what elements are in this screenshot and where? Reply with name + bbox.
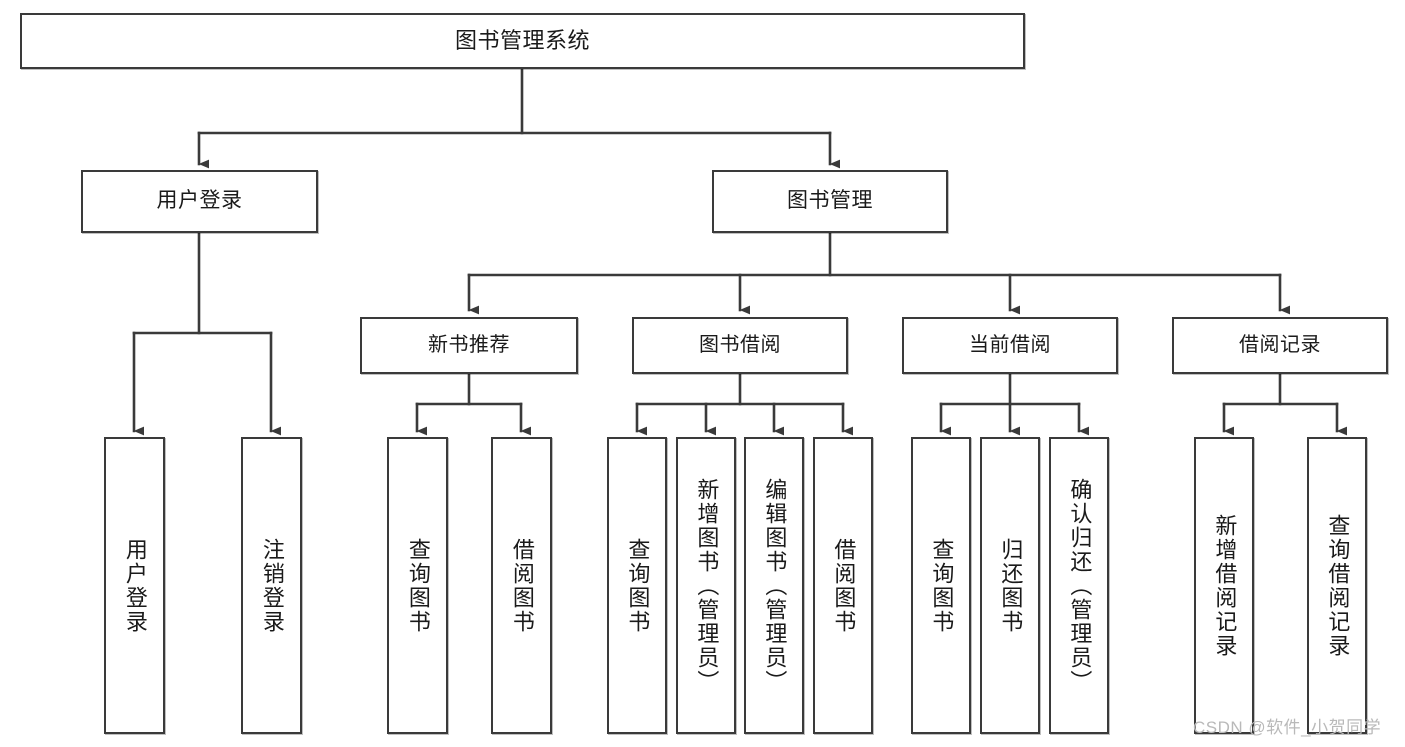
node-user-login-label: 用户登录 [156,189,243,213]
node-leaf-borrow-book-1[interactable]: 借阅图书 [491,437,552,734]
node-book-borrow[interactable]: 图书借阅 [632,317,848,374]
node-leaf-add-book-label: 新增图书（管理员） [694,477,720,694]
node-book-manage-label: 图书管理 [787,189,873,213]
node-borrow-record[interactable]: 借阅记录 [1172,317,1388,374]
node-leaf-query-book-3-label: 查询图书 [929,537,955,634]
node-book-manage[interactable]: 图书管理 [712,170,948,233]
node-root-label: 图书管理系统 [454,28,590,54]
csdn-watermark: CSDN @软件_小贺同学 [1193,718,1382,737]
node-leaf-edit-book-label: 编辑图书（管理员） [762,477,788,694]
node-leaf-add-book[interactable]: 新增图书（管理员） [676,437,736,734]
node-leaf-return-book[interactable]: 归还图书 [980,437,1040,734]
node-leaf-user-login[interactable]: 用户登录 [104,437,165,734]
node-leaf-query-book-1[interactable]: 查询图书 [387,437,448,734]
node-leaf-query-record-label: 查询借阅记录 [1325,513,1351,658]
node-leaf-user-logout[interactable]: 注销登录 [241,437,302,734]
node-leaf-user-logout-label: 注销登录 [259,537,285,634]
node-leaf-query-book-2-label: 查询图书 [625,537,651,634]
node-leaf-query-book-1-label: 查询图书 [405,537,431,634]
node-user-login[interactable]: 用户登录 [81,170,318,233]
node-leaf-confirm-return-label: 确认归还（管理员） [1067,477,1093,694]
node-leaf-query-book-2[interactable]: 查询图书 [607,437,667,734]
node-leaf-return-book-label: 归还图书 [998,537,1024,634]
node-leaf-user-login-label: 用户登录 [122,537,148,634]
node-leaf-confirm-return[interactable]: 确认归还（管理员） [1049,437,1109,734]
node-borrow-record-label: 借阅记录 [1239,334,1321,356]
node-new-book-rec[interactable]: 新书推荐 [360,317,578,374]
node-leaf-borrow-book-1-label: 借阅图书 [509,537,535,634]
node-new-book-rec-label: 新书推荐 [428,334,510,356]
node-current-borrow[interactable]: 当前借阅 [902,317,1118,374]
node-leaf-edit-book[interactable]: 编辑图书（管理员） [744,437,804,734]
node-leaf-query-book-3[interactable]: 查询图书 [911,437,971,734]
node-leaf-query-record[interactable]: 查询借阅记录 [1307,437,1367,734]
node-leaf-borrow-book-2-label: 借阅图书 [831,537,857,634]
node-leaf-add-record-label: 新增借阅记录 [1212,513,1238,658]
node-current-borrow-label: 当前借阅 [969,334,1051,356]
node-book-borrow-label: 图书借阅 [699,334,781,356]
node-leaf-add-record[interactable]: 新增借阅记录 [1194,437,1254,734]
node-leaf-borrow-book-2[interactable]: 借阅图书 [813,437,873,734]
node-root[interactable]: 图书管理系统 [20,13,1025,69]
